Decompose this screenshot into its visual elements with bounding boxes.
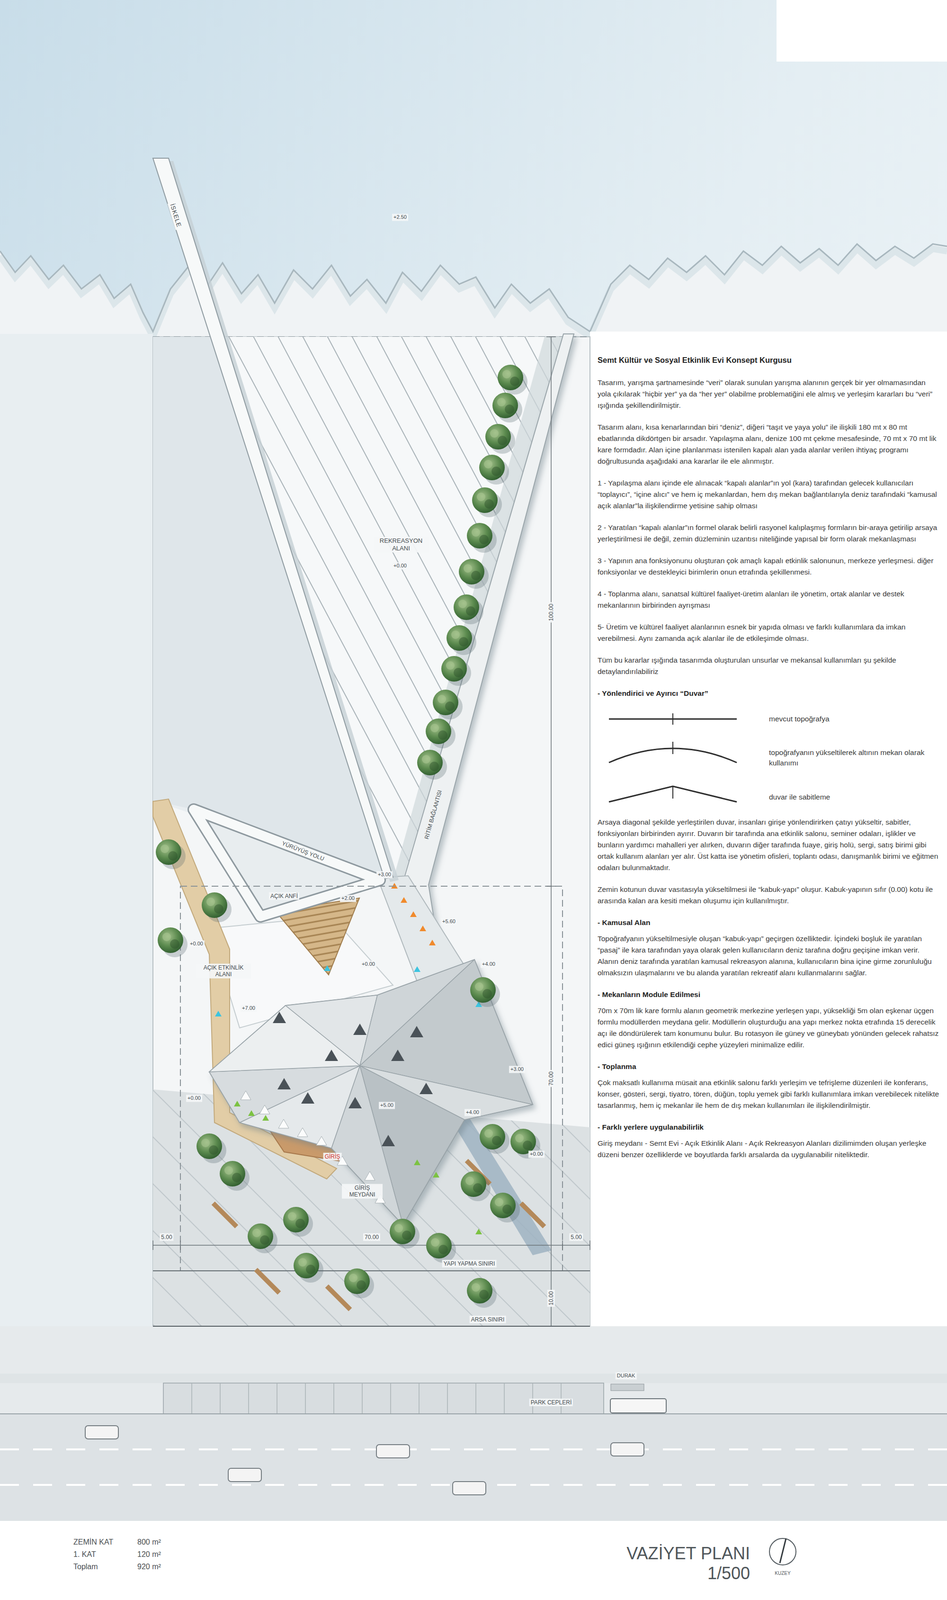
- elevation-mark: +5.60: [440, 917, 457, 925]
- dimension: 5.00: [159, 1232, 174, 1241]
- north-label: KUZEY: [774, 1570, 791, 1576]
- area-table-cell: Toplam: [73, 1561, 99, 1571]
- sheet-title: VAZİYET PLANI: [626, 1542, 751, 1564]
- elevation-mark: +0.00: [528, 1150, 545, 1158]
- elevation-mark: +4.00: [464, 1108, 481, 1116]
- panel-paragraph: 1 - Yapılaşma alanı içinde ele alınacak …: [597, 477, 941, 512]
- dimension: 10.00: [547, 1289, 555, 1307]
- elevation-mark: +5.00: [378, 1101, 395, 1109]
- area-label: GİRİŞ MEYDANI: [341, 1183, 383, 1199]
- elevation-mark: +0.00: [360, 960, 377, 968]
- panel-paragraph: Çok maksatlı kullanıma müsait ana etkinl…: [597, 1076, 941, 1111]
- boundary-label: ARSA SINIRI: [469, 1315, 507, 1323]
- panel-paragraph: 2 - Yaratılan “kapalı alanlar”ın formel …: [597, 521, 941, 545]
- area-label: AÇIK ANFİ: [268, 892, 300, 900]
- elevation-mark: +2.50: [392, 213, 409, 221]
- panel-paragraph: 3 - Yapının ana fonksiyonunu oluşturan ç…: [597, 554, 941, 578]
- topography-sketch: [597, 704, 754, 813]
- elevation-mark: +0.00: [392, 562, 409, 570]
- elevation-mark: +0.00: [186, 1094, 203, 1102]
- section-heading: - Farklı yerlere uygulanabilirlik: [597, 1121, 941, 1133]
- panel-paragraph: Arsaya diagonal şekilde yerleştirilen du…: [597, 816, 941, 874]
- area-table-cell: ZEMİN KAT: [73, 1536, 114, 1546]
- boundary-label: YAPI YAPMA SINIRI: [442, 1259, 497, 1268]
- section-heading: - Kamusal Alan: [597, 916, 941, 929]
- section-heading: - Yönlendirici ve Ayırıcı “Duvar”: [597, 687, 941, 699]
- bus-stop-label: DURAK: [615, 1371, 637, 1379]
- dimension: 70.00: [363, 1232, 381, 1241]
- elevation-mark: +3.00: [376, 870, 393, 878]
- path-label: YÜRÜYÜŞ YOLU: [279, 838, 327, 863]
- panel-paragraph: Zemin kotunun duvar vasıtasıyla yükselti…: [597, 883, 941, 907]
- area-table-cell: 120 m²: [137, 1549, 161, 1559]
- section-heading: - Toplanma: [597, 1060, 941, 1073]
- entrance-label: GİRİŞ: [323, 1152, 342, 1161]
- panel-paragraph: Tasarım, yarışma şartnamesinde “veri” ol…: [597, 376, 941, 411]
- elevation-mark: +7.00: [240, 1004, 257, 1012]
- panel-paragraph: 70m x 70m lik kare formlu alanın geometr…: [597, 1004, 941, 1051]
- section-heading: - Mekanların Module Edilmesi: [597, 988, 941, 1001]
- sketch-label: mevcut topoğrafya: [768, 713, 926, 724]
- panel-paragraph: 5- Üretim ve kültürel faaliyet alanların…: [597, 621, 941, 644]
- area-table-cell: 920 m²: [137, 1561, 161, 1571]
- area-table-cell: 1. KAT: [73, 1549, 97, 1559]
- dimension: 5.00: [569, 1232, 583, 1241]
- panel-paragraph: Tasarım alanı, kısa kenarlarından biri “…: [597, 421, 941, 467]
- sketch-label: topoğrafyanın yükseltilerek altının meka…: [768, 747, 926, 768]
- panel-paragraph: Topoğrafyanın yükseltilmesiyle oluşan “k…: [597, 932, 941, 979]
- parking-label: PARK CEPLERİ: [529, 1398, 573, 1406]
- elevation-mark: +2.00: [339, 894, 357, 902]
- elevation-mark: +0.00: [188, 939, 205, 947]
- wall-label: RİTİM BAĞLANTISI: [422, 787, 445, 842]
- dimension: 100.00: [547, 602, 555, 623]
- scale-label: 1/500: [707, 1562, 751, 1583]
- elevation-mark: +3.00: [509, 1065, 526, 1073]
- sketch-label: duvar ile sabitleme: [768, 791, 926, 803]
- panel-paragraph: Giriş meydanı - Semt Evi - Açık Etkinlik…: [597, 1137, 941, 1161]
- panel-paragraph: 4 - Toplanma alanı, sanatsal kültürel fa…: [597, 588, 941, 611]
- dimension: 70.00: [547, 1069, 555, 1087]
- area-label: AÇIK ETKİNLİK ALANI: [196, 963, 251, 979]
- wall-section-diagram: mevcut topoğrafya topoğrafyanın yükseltil…: [597, 704, 941, 813]
- panel-paragraph: Tüm bu kararlar ışığında tasarımda oluşt…: [597, 654, 941, 678]
- text-panel: Semt Kültür ve Sosyal Etkinlik Evi Konse…: [597, 354, 941, 1161]
- panel-heading: Semt Kültür ve Sosyal Etkinlik Evi Konse…: [597, 354, 941, 367]
- pier-label: İSKELE: [167, 201, 184, 230]
- elevation-mark: +4.00: [480, 960, 497, 968]
- area-table-cell: 800 m²: [137, 1536, 161, 1546]
- area-label: REKREASYON ALANI: [373, 536, 429, 553]
